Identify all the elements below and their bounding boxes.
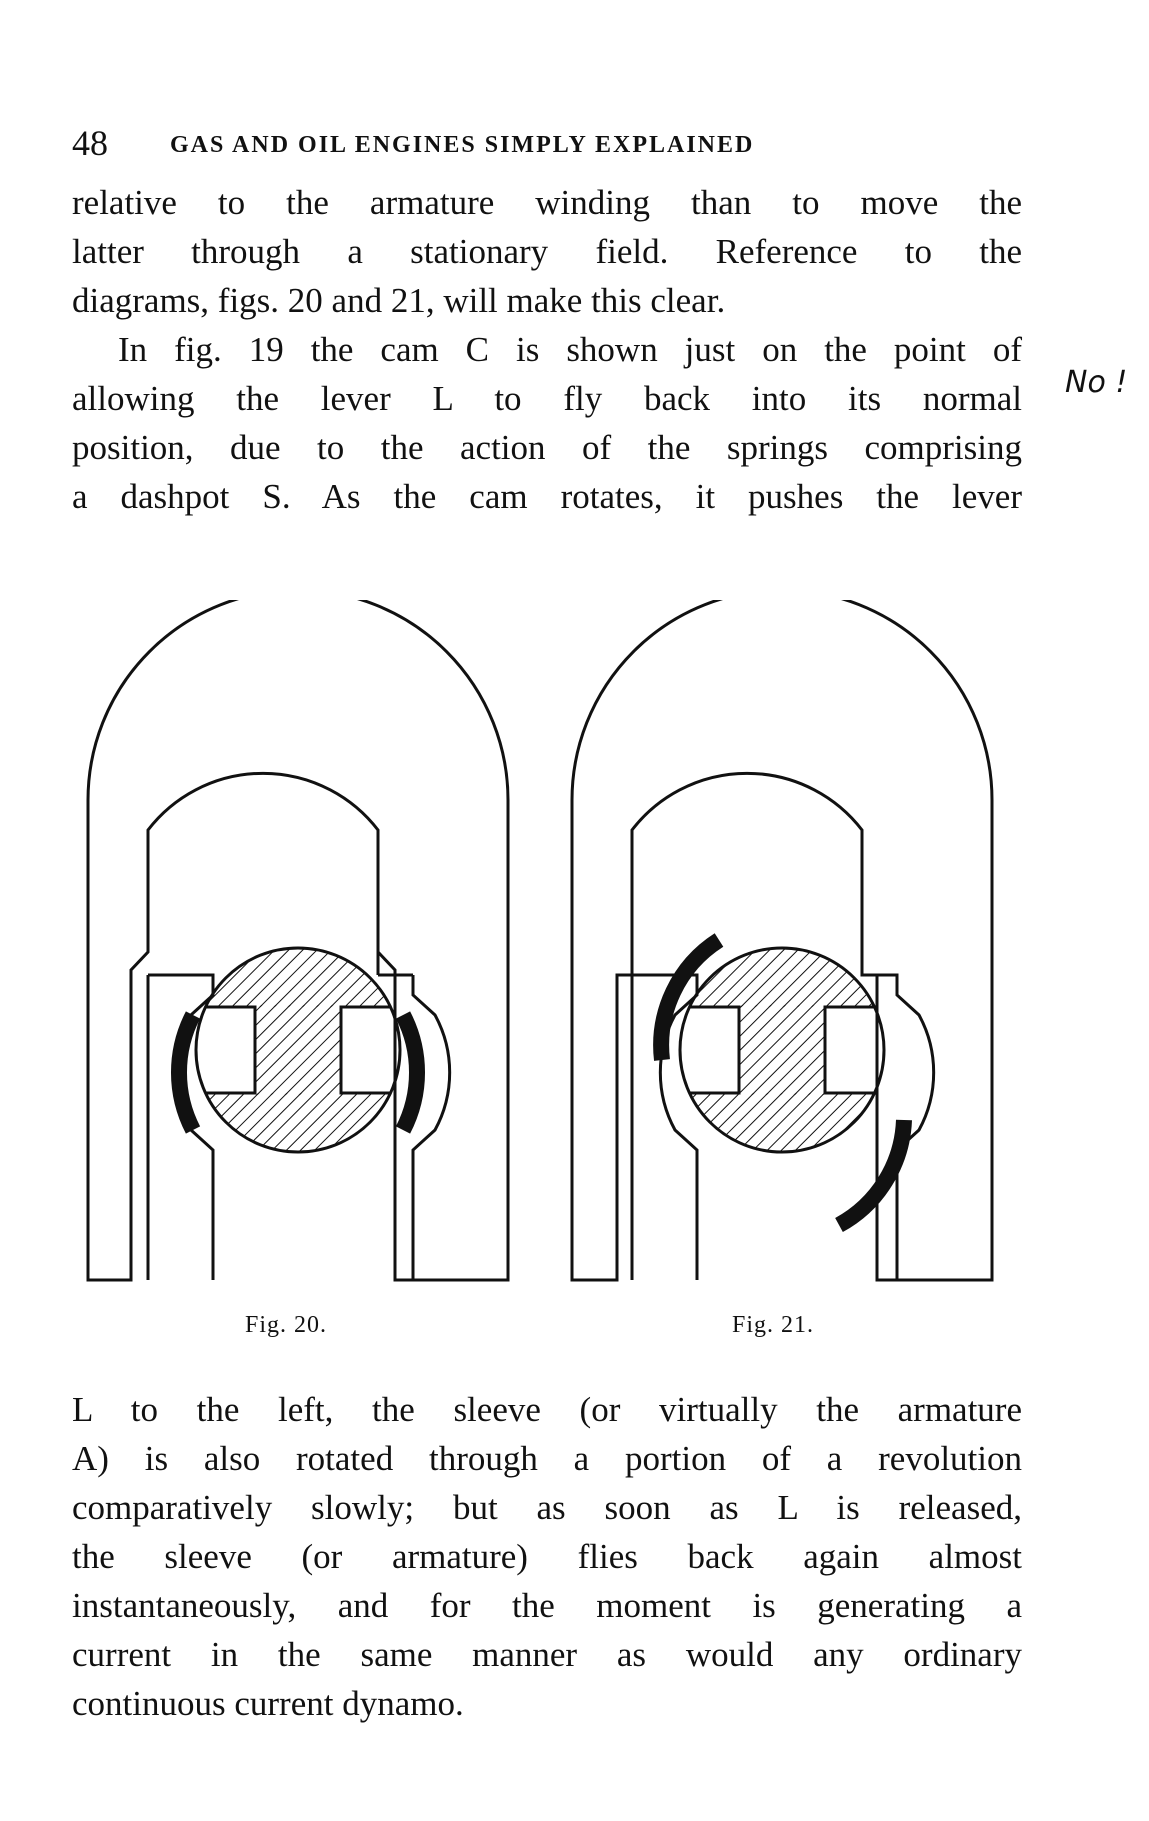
handwritten-margin-note: No !	[1065, 365, 1128, 400]
text-line: relative to the armature winding than to…	[72, 183, 1022, 222]
paragraph-3: L to the left, the sleeve (or virtually …	[72, 1385, 1022, 1728]
figure-20	[83, 588, 563, 1300]
text-line: continuous current dynamo.	[72, 1684, 464, 1723]
text-line: latter through a stationary field. Refer…	[72, 232, 1022, 271]
running-title: GAS AND OIL ENGINES SIMPLY EXPLAINED	[170, 132, 755, 158]
figure-21	[567, 588, 1047, 1300]
text-line: comparatively slowly; but as soon as L i…	[72, 1488, 1022, 1527]
paragraph-1: relative to the armature winding than to…	[72, 178, 1022, 325]
text-line: a dashpot S. As the cam rotates, it push…	[72, 477, 1022, 516]
figure-20-diagram	[86, 588, 510, 1282]
text-line: the sleeve (or armature) flies back agai…	[72, 1537, 1022, 1576]
paragraph-2: In fig. 19 the cam C is shown just on th…	[72, 325, 1022, 521]
text-line: allowing the lever L to fly back into it…	[72, 379, 1022, 418]
text-line: instantaneously, and for the moment is g…	[72, 1586, 1022, 1625]
page-number: 48	[72, 123, 108, 163]
text-line: A) is also rotated through a portion of …	[72, 1439, 1022, 1478]
text-line: In fig. 19 the cam C is shown just on th…	[118, 330, 1022, 369]
text-line: diagrams, figs. 20 and 21, will make thi…	[72, 281, 726, 320]
figure-21-diagram	[570, 588, 994, 1282]
figure-21-caption: Fig. 21.	[732, 1312, 815, 1338]
page-header: 48 GAS AND OIL ENGINES SIMPLY EXPLAINED	[72, 122, 1032, 163]
text-line: L to the left, the sleeve (or virtually …	[72, 1390, 1022, 1429]
text-line: current in the same manner as would any …	[72, 1635, 1022, 1674]
figure-20-caption: Fig. 20.	[245, 1312, 328, 1338]
text-line: position, due to the action of the sprin…	[72, 428, 1022, 467]
